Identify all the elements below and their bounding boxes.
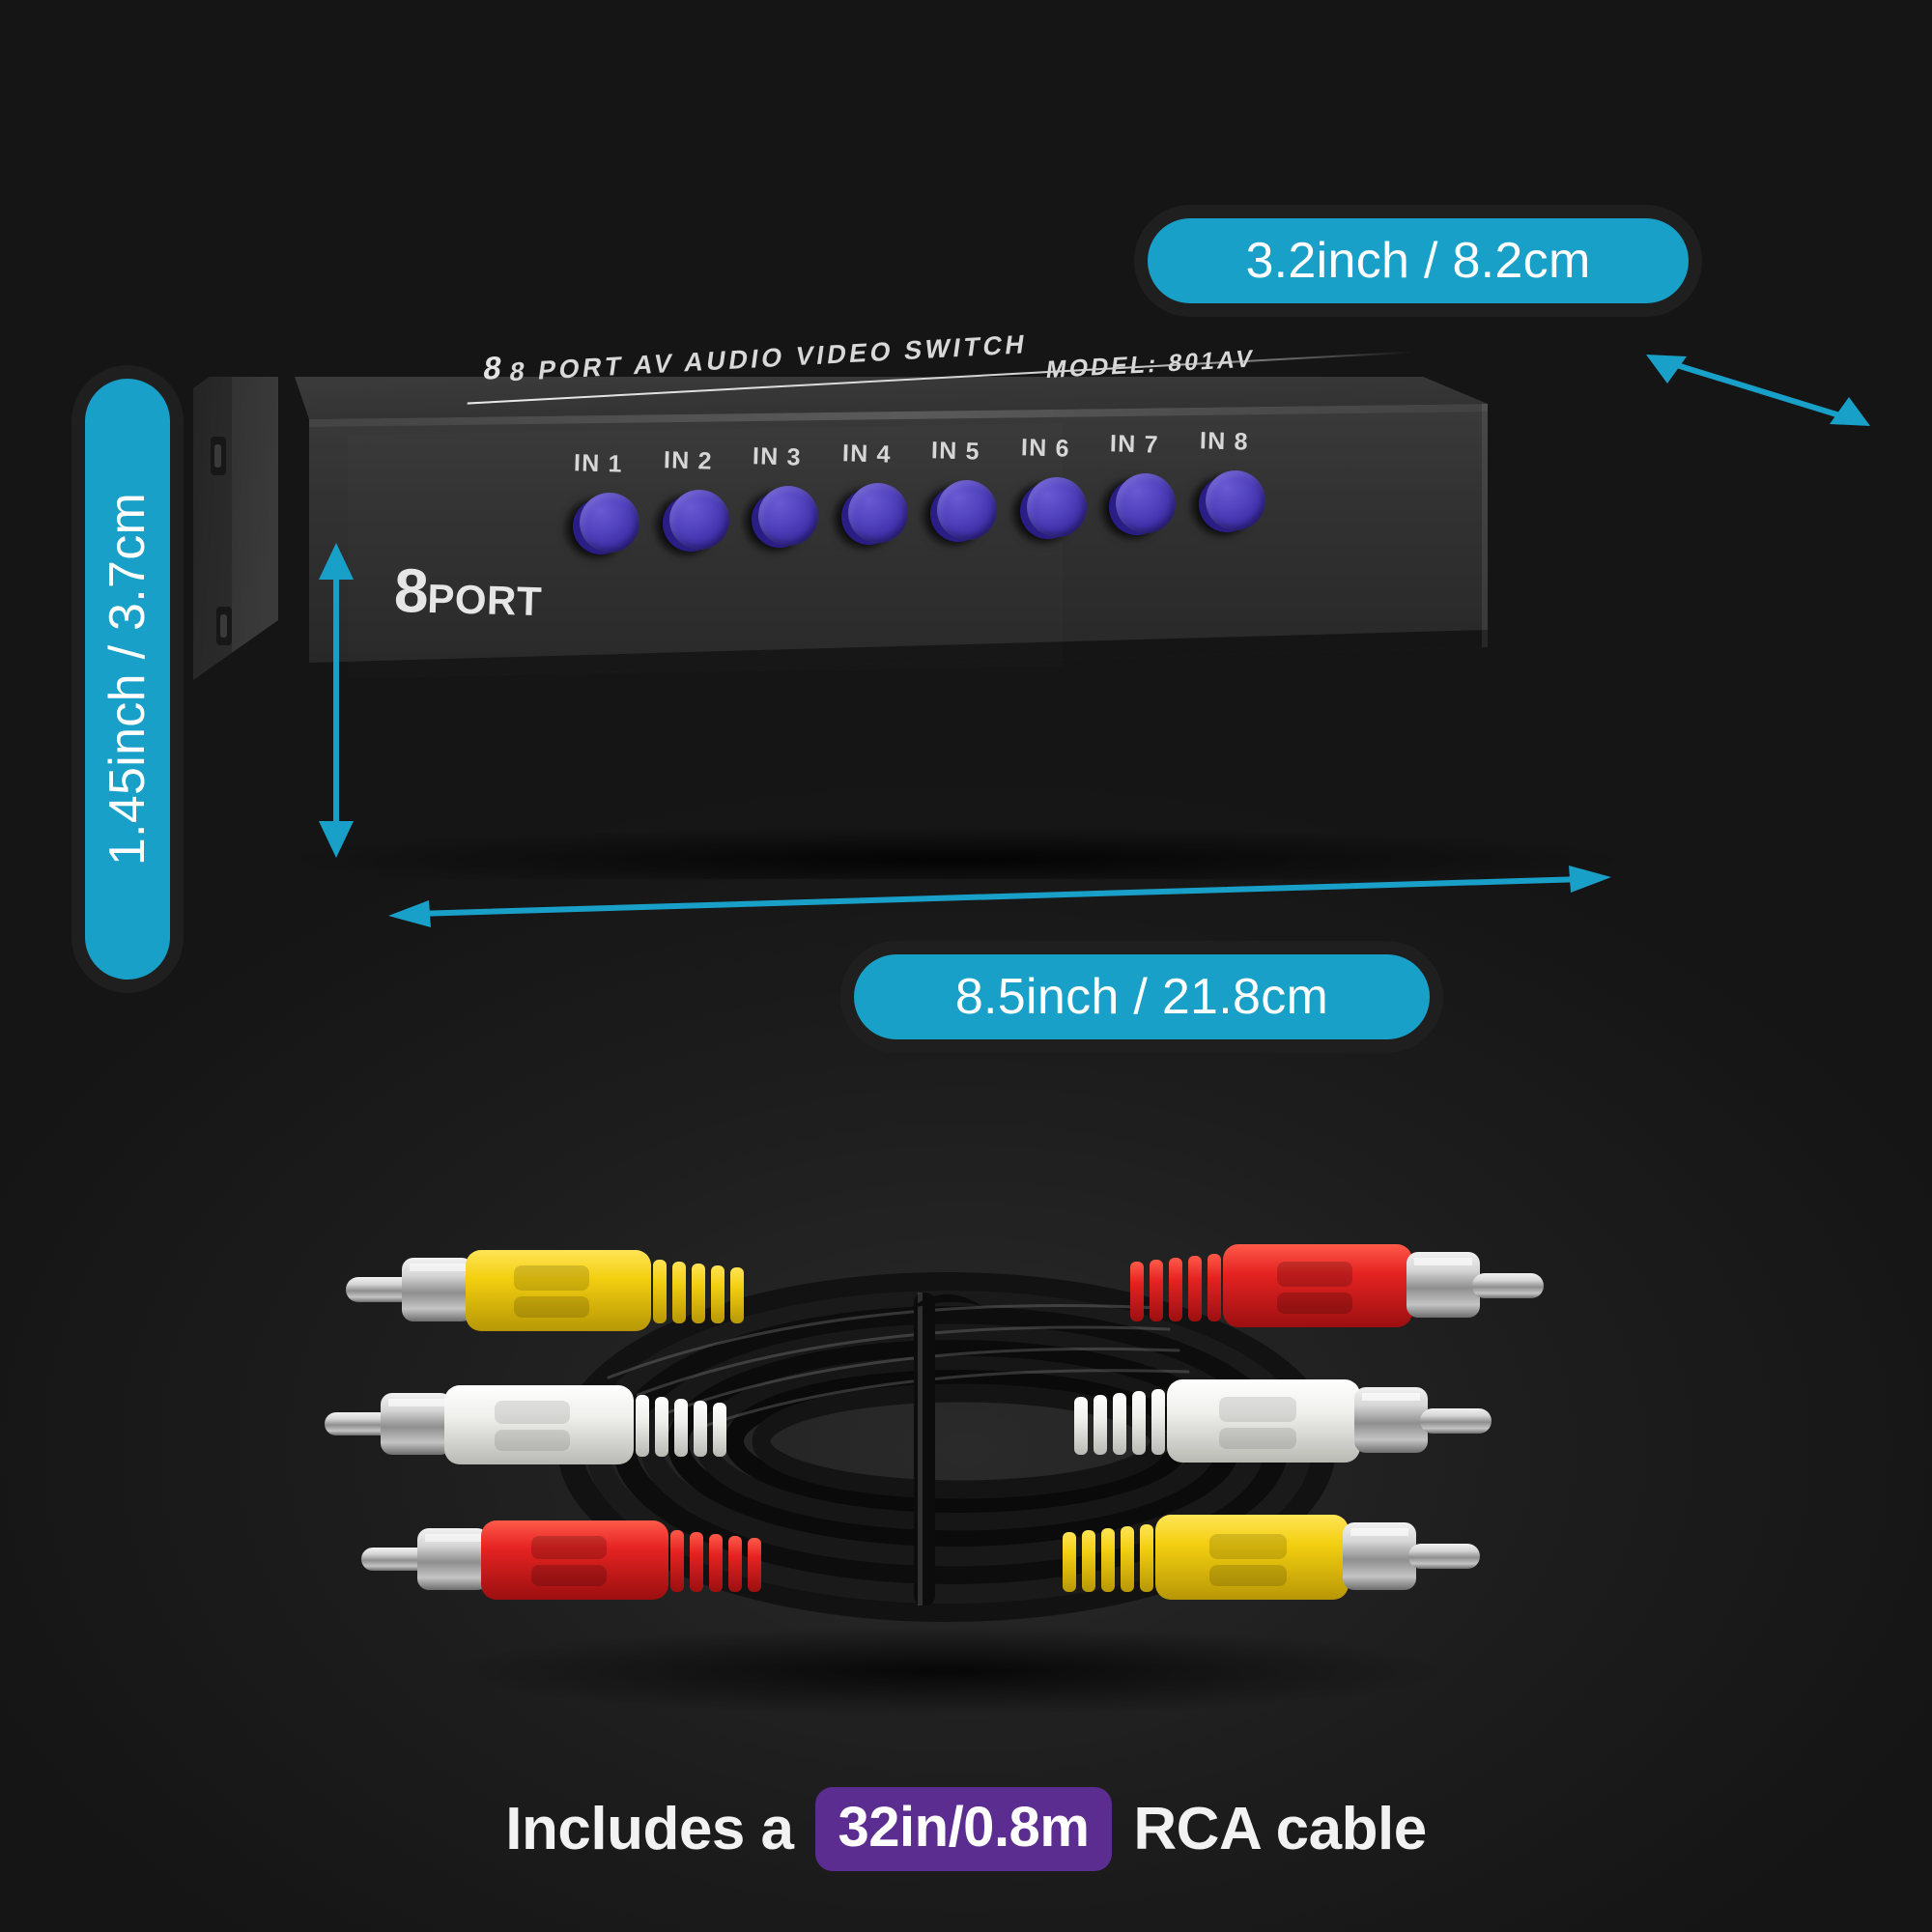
input-label-2: IN 2 [663,445,713,475]
connector-right-yellow [1063,1515,1480,1600]
front-logo-word: PORT [426,575,543,625]
input-button-4[interactable] [832,479,908,544]
input-button-6[interactable] [1010,472,1087,537]
connector-right-white [1074,1379,1492,1463]
device-front-logo: 8 PORT [393,554,543,626]
input-button-8[interactable] [1189,466,1265,530]
height-dimension-text: 1.45inch / 3.7cm [99,492,156,867]
input-label-4: IN 4 [841,440,892,469]
input-label-1: IN 1 [573,449,624,478]
caption-length-badge: 32in/0.8m [814,1786,1113,1871]
input-label-7: IN 7 [1109,430,1160,459]
caption-suffix: RCA cable [1133,1795,1427,1862]
input-button-7[interactable] [1100,469,1176,534]
input-label-5: IN 5 [930,437,981,466]
input-button-3[interactable] [743,482,818,547]
av-switch-device: 8 8 PORT AV AUDIO VIDEO SWITCH MODEL: 80… [193,329,1700,879]
cable-caption: Includes a 32in/0.8m RCA cable [0,1776,1932,1882]
connector-left-red [361,1520,761,1600]
input-button-5[interactable] [922,475,997,540]
width-dimension-badge: 8.5inch / 21.8cm [854,954,1430,1039]
depth-dimension-badge: 3.2inch / 8.2cm [1148,218,1689,303]
input-label-3: IN 3 [752,442,803,472]
width-dimension-text: 8.5inch / 21.8cm [954,969,1329,1025]
connector-left-white [325,1385,726,1464]
connector-left-yellow [346,1250,744,1331]
input-label-8: IN 8 [1199,427,1249,456]
rca-cable-illustration [290,1188,1604,1729]
rca-cable-graphic [325,1244,1544,1716]
input-button-1[interactable] [564,489,639,553]
caption-prefix: Includes a [505,1795,794,1862]
depth-dimension-text: 3.2inch / 8.2cm [1245,233,1591,289]
connector-right-red [1130,1244,1544,1327]
double-arrow-horizontal-icon [388,866,1611,927]
front-logo-digit: 8 [393,554,429,626]
double-arrow-diagonal-icon [1646,355,1870,426]
input-label-6: IN 6 [1020,433,1070,463]
height-dimension-badge: 1.45inch / 3.7cm [85,379,170,980]
input-button-2[interactable] [653,485,729,550]
top-legend-line1: 8 PORT AV AUDIO VIDEO SWITCH [507,328,1030,387]
double-arrow-vertical-icon [319,543,354,858]
device-body-illustration [193,377,1633,879]
